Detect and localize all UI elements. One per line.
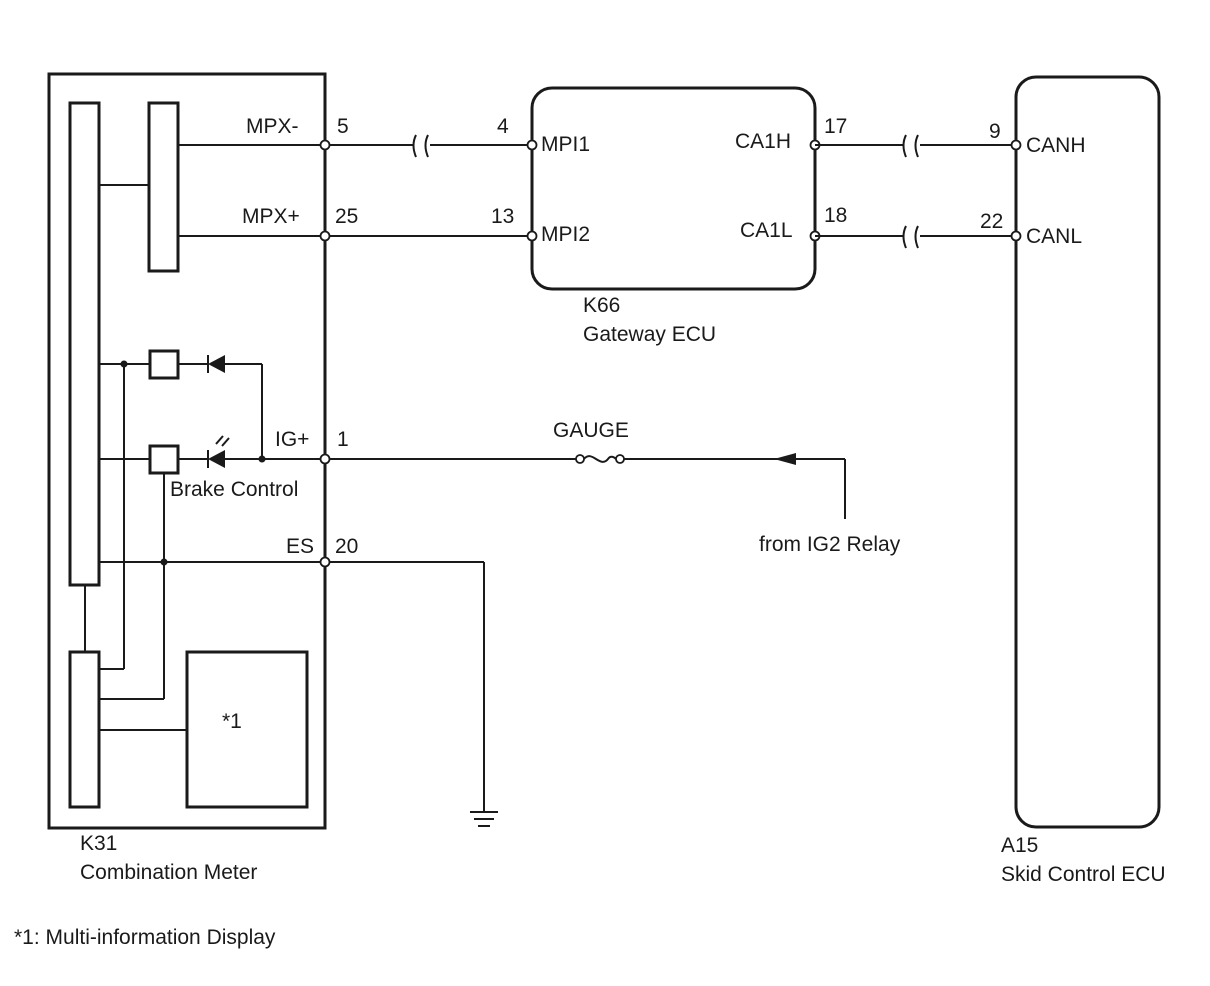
- ca1h-pin: 17: [824, 115, 847, 138]
- canh-label: CANH: [1026, 134, 1086, 157]
- wire-break-symbol: [412, 134, 429, 158]
- meter-lower-block: [68, 650, 101, 809]
- terminal-canl: [1010, 230, 1022, 242]
- mpi1-label: MPI1: [541, 133, 590, 156]
- fuse-terminal: [575, 454, 585, 464]
- es-pin: 20: [335, 535, 358, 558]
- gateway-ecu-code: K66: [583, 294, 620, 317]
- wire-break-symbol: [902, 134, 919, 158]
- ig-plus-label: IG+: [275, 428, 309, 451]
- canh-pin: 9: [989, 120, 1001, 143]
- display-marker: *1: [222, 710, 242, 733]
- mpx-plus-label: MPX+: [242, 205, 300, 228]
- canl-pin: 22: [980, 210, 1003, 233]
- mpx-minus-pin: 5: [337, 115, 349, 138]
- ig-plus-pin: 1: [337, 428, 349, 451]
- terminal-mpx-plus: [319, 230, 331, 242]
- power-source-label: from IG2 Relay: [759, 533, 901, 556]
- wire-break-symbol: [902, 225, 919, 249]
- junction-dot: [258, 455, 266, 463]
- es-label: ES: [286, 535, 314, 558]
- combination-meter-name: Combination Meter: [80, 861, 257, 884]
- gateway-ecu-name: Gateway ECU: [583, 323, 716, 346]
- ca1l-label: CA1L: [740, 219, 793, 242]
- mpx-plus-pin: 25: [335, 205, 358, 228]
- ca1h-label: CA1H: [735, 130, 791, 153]
- multi-information-display-block: [185, 650, 309, 809]
- brake-warning-lamp: [148, 349, 180, 380]
- terminal-ig-plus: [319, 453, 331, 465]
- led-icon: [208, 450, 225, 468]
- mpi2-label: MPI2: [541, 223, 590, 246]
- meter-comm-block: [147, 101, 180, 273]
- canl-label: CANL: [1026, 225, 1082, 248]
- fuse-terminal: [615, 454, 625, 464]
- terminal-es: [319, 556, 331, 568]
- brake-control-indicator: [148, 444, 180, 475]
- meter-main-bar: [68, 101, 101, 587]
- skid-control-ecu-box: [1014, 75, 1161, 829]
- skid-control-ecu-name: Skid Control ECU: [1001, 863, 1166, 886]
- brake-control-label: Brake Control: [170, 478, 298, 501]
- ca1l-pin: 18: [824, 204, 847, 227]
- terminal-canh: [1010, 139, 1022, 151]
- led-arrow-1: [215, 435, 224, 445]
- combination-meter-code: K31: [80, 832, 117, 855]
- arrow-icon: [774, 453, 796, 465]
- footnote: *1: Multi-information Display: [14, 926, 276, 949]
- terminal-mpx-minus: [319, 139, 331, 151]
- led-arrow-2: [221, 437, 230, 447]
- fuse-label: GAUGE: [553, 419, 629, 442]
- mpx-minus-label: MPX-: [246, 115, 299, 138]
- fuse-icon: [583, 455, 617, 463]
- mpi2-pin: 13: [491, 205, 514, 228]
- mpi1-pin: 4: [497, 115, 509, 138]
- terminal-mpi1: [526, 139, 538, 151]
- terminal-mpi2: [526, 230, 538, 242]
- diode-icon: [208, 355, 225, 373]
- gateway-ecu-box: [530, 86, 817, 291]
- skid-control-ecu-code: A15: [1001, 834, 1038, 857]
